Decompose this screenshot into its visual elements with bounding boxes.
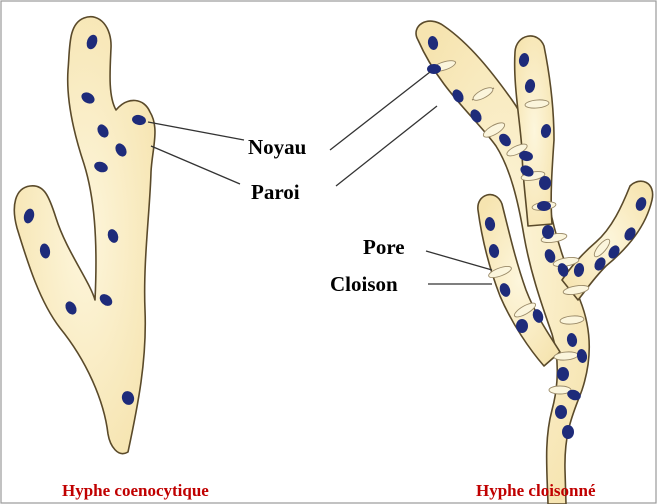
- nucleus: [539, 176, 551, 190]
- coenocytic-hypha-body: [14, 17, 155, 454]
- leader-paroi-right: [336, 106, 437, 186]
- label-cloison: Cloison: [330, 272, 398, 296]
- label-pore: Pore: [363, 235, 405, 259]
- nucleus: [516, 319, 528, 333]
- nucleus: [542, 225, 554, 239]
- leader-noyau-right: [330, 72, 430, 150]
- leader-lines: [148, 72, 492, 284]
- septate-hypha: [416, 21, 653, 504]
- nucleus: [562, 425, 574, 439]
- caption-septate: Hyphe cloisonné: [476, 481, 596, 500]
- leader-noyau-left: [148, 122, 244, 140]
- leader-pore: [426, 251, 492, 270]
- label-noyau: Noyau: [248, 135, 307, 159]
- caption-coenocytic: Hyphe coenocytique: [62, 481, 209, 500]
- nucleus: [557, 367, 569, 381]
- leader-paroi-left: [151, 146, 240, 184]
- coenocytic-hypha: [14, 17, 155, 454]
- nucleus: [537, 201, 551, 211]
- nucleus: [555, 405, 567, 419]
- label-paroi: Paroi: [251, 180, 300, 204]
